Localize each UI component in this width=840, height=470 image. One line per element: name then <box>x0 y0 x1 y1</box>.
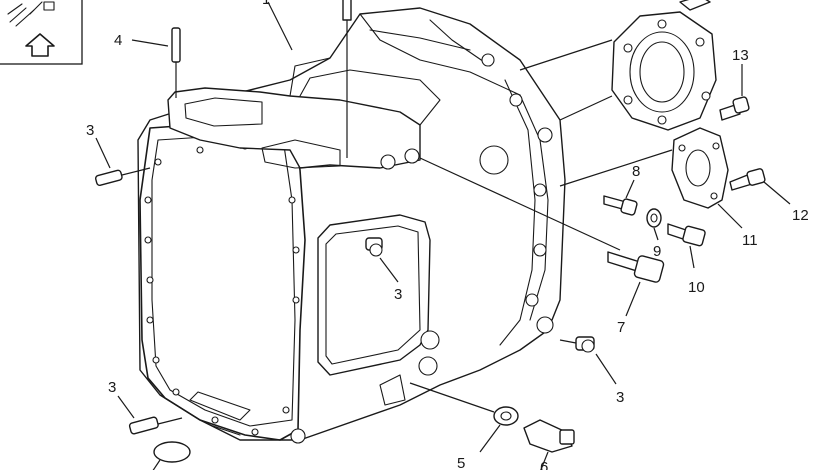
bearing-flange <box>519 0 717 131</box>
sensor-6 <box>523 419 575 470</box>
bolt-8 <box>603 179 638 216</box>
callout-10: 10 <box>688 279 705 296</box>
callout-3-lower-left: 3 <box>108 379 116 396</box>
washer-9 <box>646 208 662 241</box>
plug-3-lower-right <box>559 336 617 385</box>
dowel-3-upper-left <box>94 137 151 187</box>
fitting-10 <box>667 223 706 269</box>
bolt-7 <box>419 157 665 317</box>
callout-13: 13 <box>732 47 749 64</box>
callout-9: 9 <box>653 243 661 260</box>
washer-5 <box>409 382 519 453</box>
bolt-12 <box>729 168 791 205</box>
callout-8: 8 <box>632 163 640 180</box>
plug-3-middle <box>365 237 399 283</box>
view-orientation-icon[interactable] <box>0 0 83 65</box>
callout-6: 6 <box>540 459 548 470</box>
bolt-13 <box>719 64 750 121</box>
callout-11: 11 <box>742 232 758 249</box>
callout-4: 4 <box>114 32 122 49</box>
callout-3-upper-left: 3 <box>86 122 94 139</box>
callout-7: 7 <box>617 319 625 336</box>
dowel-pin-4 <box>131 27 181 98</box>
dowel-3-lower-left <box>117 395 191 470</box>
pin-top <box>342 0 352 158</box>
transmission-housing <box>137 7 566 444</box>
callout-1: 1 <box>262 0 270 8</box>
up-arrow-icon <box>25 33 55 57</box>
callout-3-lower-right: 3 <box>616 389 624 406</box>
callout-12: 12 <box>792 207 809 224</box>
callout-5: 5 <box>457 455 465 470</box>
callout-3-middle: 3 <box>394 286 402 303</box>
cover-plate-11 <box>559 127 743 229</box>
